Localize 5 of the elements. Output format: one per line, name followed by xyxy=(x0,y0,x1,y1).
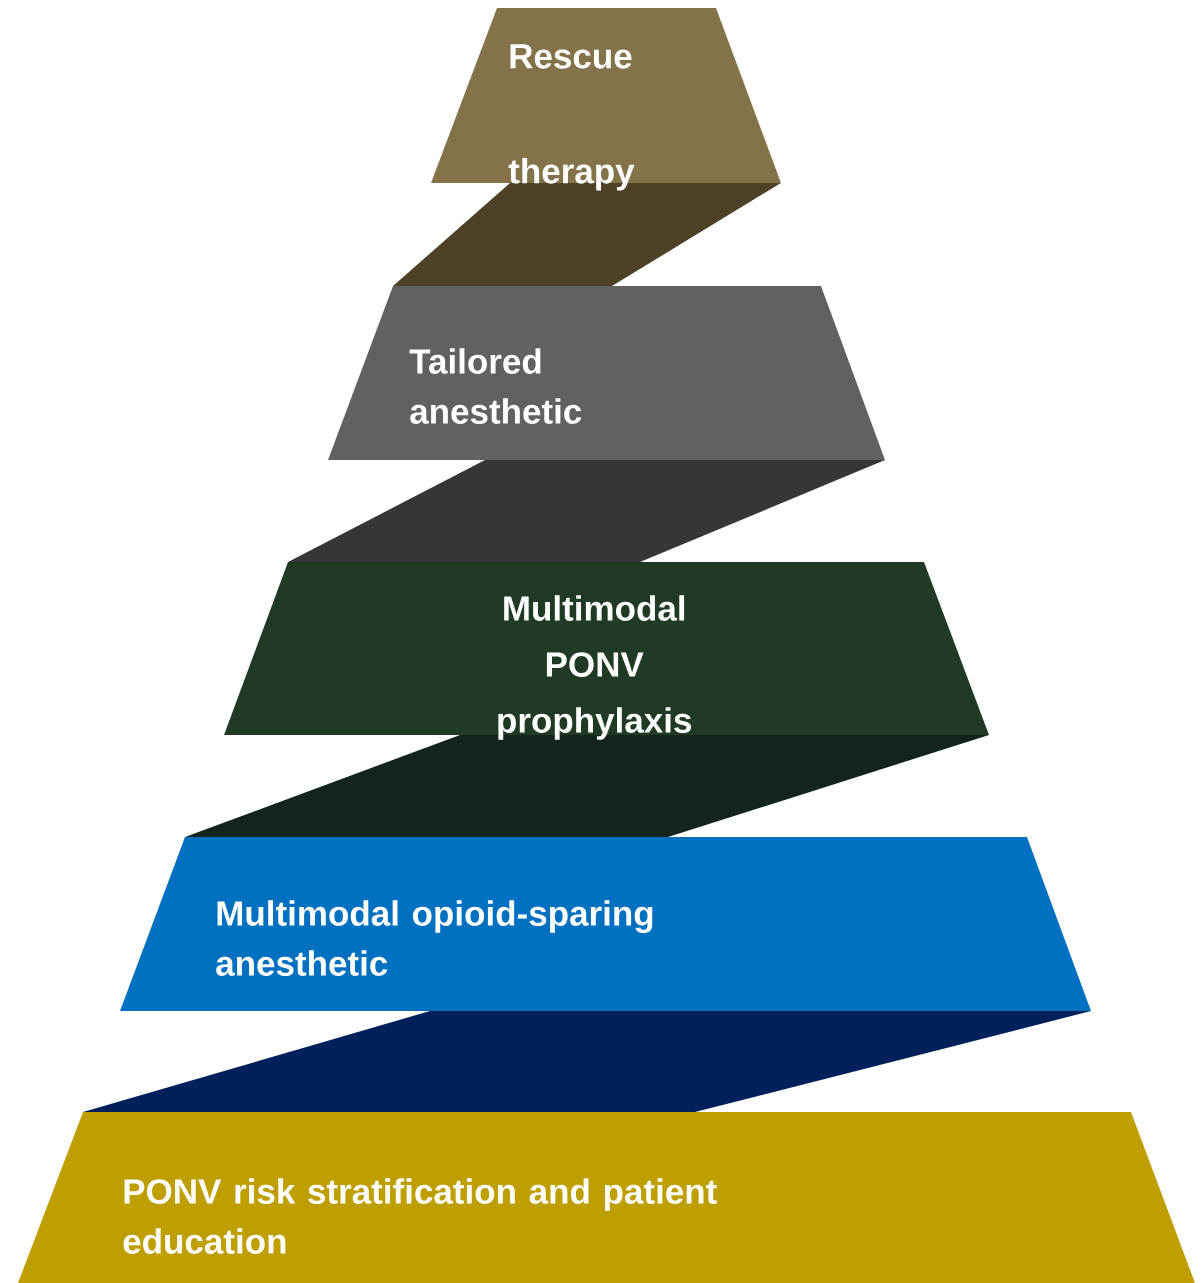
tier-trapezoid: Tailored anesthetic xyxy=(328,286,885,460)
tier-trapezoid: PONV risk stratification and patient education xyxy=(18,1112,1195,1283)
tier-trapezoid: Multimodal opioid-sparing anesthetic xyxy=(120,837,1091,1011)
tier-trapezoid: Multimodal PONV prophylaxis xyxy=(224,562,989,740)
tier-trapezoid: Rescue therapy xyxy=(431,8,781,191)
